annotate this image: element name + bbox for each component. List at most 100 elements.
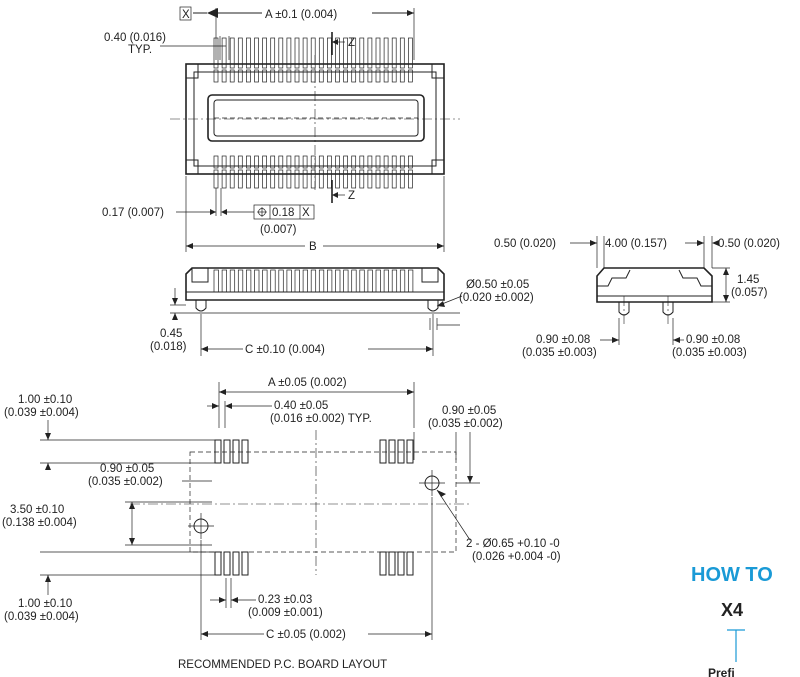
contact-bottom — [399, 169, 405, 189]
contact-bottom — [367, 169, 373, 189]
contact-bottom — [310, 169, 316, 189]
contact-bottom — [335, 169, 340, 189]
contact-top-inner — [302, 69, 308, 83]
dim-end-width: 4.00 (0.157) — [605, 238, 667, 250]
contact-side — [213, 269, 219, 293]
layout-pitch-line2: (0.016 ±0.002) TYP. — [270, 413, 372, 425]
pcb-pad — [241, 551, 249, 576]
contact-bottom — [359, 169, 365, 189]
dim-lead-width: 0.17 (0.007) — [102, 207, 164, 219]
datum-x-label: X — [182, 9, 190, 21]
position-tolerance-datum: X — [302, 207, 310, 219]
pcb-layout: A ±0.05 (0.002) 0.40 ±0.05 (0.016 ±0.002… — [2, 377, 561, 671]
contact-top — [286, 37, 292, 69]
contact-bottom — [213, 169, 219, 189]
contact-top — [367, 37, 373, 69]
contact-top — [270, 37, 276, 69]
pcb-pad — [214, 439, 222, 464]
contact-side — [335, 269, 341, 293]
contact-bottom — [391, 169, 397, 189]
contact-side — [302, 269, 308, 293]
contact-top-inner — [408, 69, 413, 83]
position-tolerance-inch: (0.007) — [260, 224, 297, 236]
contact-top — [262, 37, 267, 69]
pcb-pad — [223, 439, 231, 464]
contact-side — [237, 269, 244, 293]
layout-row-span-line1: 3.50 ±0.10 — [10, 504, 64, 516]
contact-side — [367, 269, 373, 293]
contact-top-inner — [399, 69, 405, 83]
contact-top-inner — [294, 69, 300, 83]
contact-bottom-inner — [359, 155, 365, 169]
contact-top-inner — [375, 69, 381, 83]
contact-top — [310, 37, 316, 69]
contact-side — [221, 269, 227, 293]
contact-top — [327, 37, 332, 69]
dim-end-height-line1: 1.45 — [737, 274, 759, 286]
layout-pad-len-line1: 0.90 ±0.05 — [100, 463, 154, 475]
contact-bottom — [383, 169, 389, 189]
contact-top — [351, 37, 357, 69]
contact-side — [278, 269, 284, 293]
contact-top — [343, 37, 348, 69]
contact-bottom-inner — [286, 155, 292, 169]
contact-top-inner — [286, 69, 292, 83]
contact-bottom — [229, 169, 235, 189]
pcb-pad — [241, 439, 249, 464]
contact-bottom — [408, 169, 413, 189]
pcb-pad — [406, 551, 414, 576]
layout-hole-off-line1: 0.90 ±0.05 — [442, 405, 496, 417]
pcb-pad — [232, 439, 240, 464]
contact-top-inner — [270, 69, 276, 83]
top-view: X A ±0.1 (0.004) 0.40 (0.016) TYP. Z — [102, 6, 460, 253]
contact-bottom-inner — [318, 155, 324, 169]
contact-bottom-inner — [270, 155, 276, 169]
contact-bottom — [318, 169, 324, 189]
layout-pad-top-line1: 1.00 ±0.10 — [18, 394, 72, 406]
contact-top — [213, 37, 219, 69]
layout-hole-off-line2: (0.035 ±0.002) — [428, 418, 503, 430]
contact-bottom-inner — [221, 155, 227, 169]
contact-bottom-inner — [278, 155, 284, 169]
contact-side — [310, 269, 317, 293]
layout-title: RECOMMENDED P.C. BOARD LAYOUT — [178, 659, 387, 671]
dim-pitch-line2: TYP. — [128, 44, 152, 56]
contact-top-inner — [221, 69, 227, 83]
contact-top — [383, 37, 389, 69]
dim-pitch-line1: 0.40 (0.016) — [104, 32, 166, 44]
dim-a-top: A ±0.1 (0.004) — [265, 9, 337, 21]
layout-pad-top-line2: (0.039 ±0.004) — [4, 407, 79, 419]
contact-bottom — [375, 169, 381, 189]
dim-end-right: 0.50 (0.020) — [718, 238, 780, 250]
dim-overall-b: B — [309, 241, 317, 253]
contact-top-inner — [391, 69, 397, 83]
contact-top — [229, 37, 235, 69]
contact-bottom-inner — [302, 155, 308, 169]
contact-bottom-inner — [262, 155, 267, 169]
contact-top — [408, 37, 413, 69]
layout-pad-bot-line1: 1.00 ±0.10 — [18, 598, 72, 610]
contact-top — [302, 37, 308, 69]
contact-top — [221, 37, 227, 69]
contact-top — [399, 37, 405, 69]
contact-top — [391, 37, 397, 69]
layout-dim-a: A ±0.05 (0.002) — [268, 377, 347, 389]
howto-sub: Prefi — [708, 666, 735, 677]
contact-bottom — [351, 169, 357, 189]
contact-bottom-inner — [367, 155, 373, 169]
contact-bottom-inner — [310, 155, 316, 169]
contact-top-inner — [367, 69, 373, 83]
contact-bottom — [246, 169, 251, 189]
end-view: 0.50 (0.020) 4.00 (0.157) 0.50 (0.020) 1… — [494, 236, 780, 359]
contact-bottom-inner — [383, 155, 389, 169]
pcb-pad — [214, 551, 222, 576]
dim-standoff-line2: (0.018) — [150, 341, 187, 353]
contact-bottom-inner — [229, 155, 235, 169]
contact-bottom-inner — [237, 155, 243, 169]
pcb-pad — [232, 551, 240, 576]
contact-side — [383, 269, 389, 293]
contact-side — [270, 269, 276, 293]
contact-top-inner — [327, 69, 332, 83]
contact-bottom — [254, 169, 259, 189]
